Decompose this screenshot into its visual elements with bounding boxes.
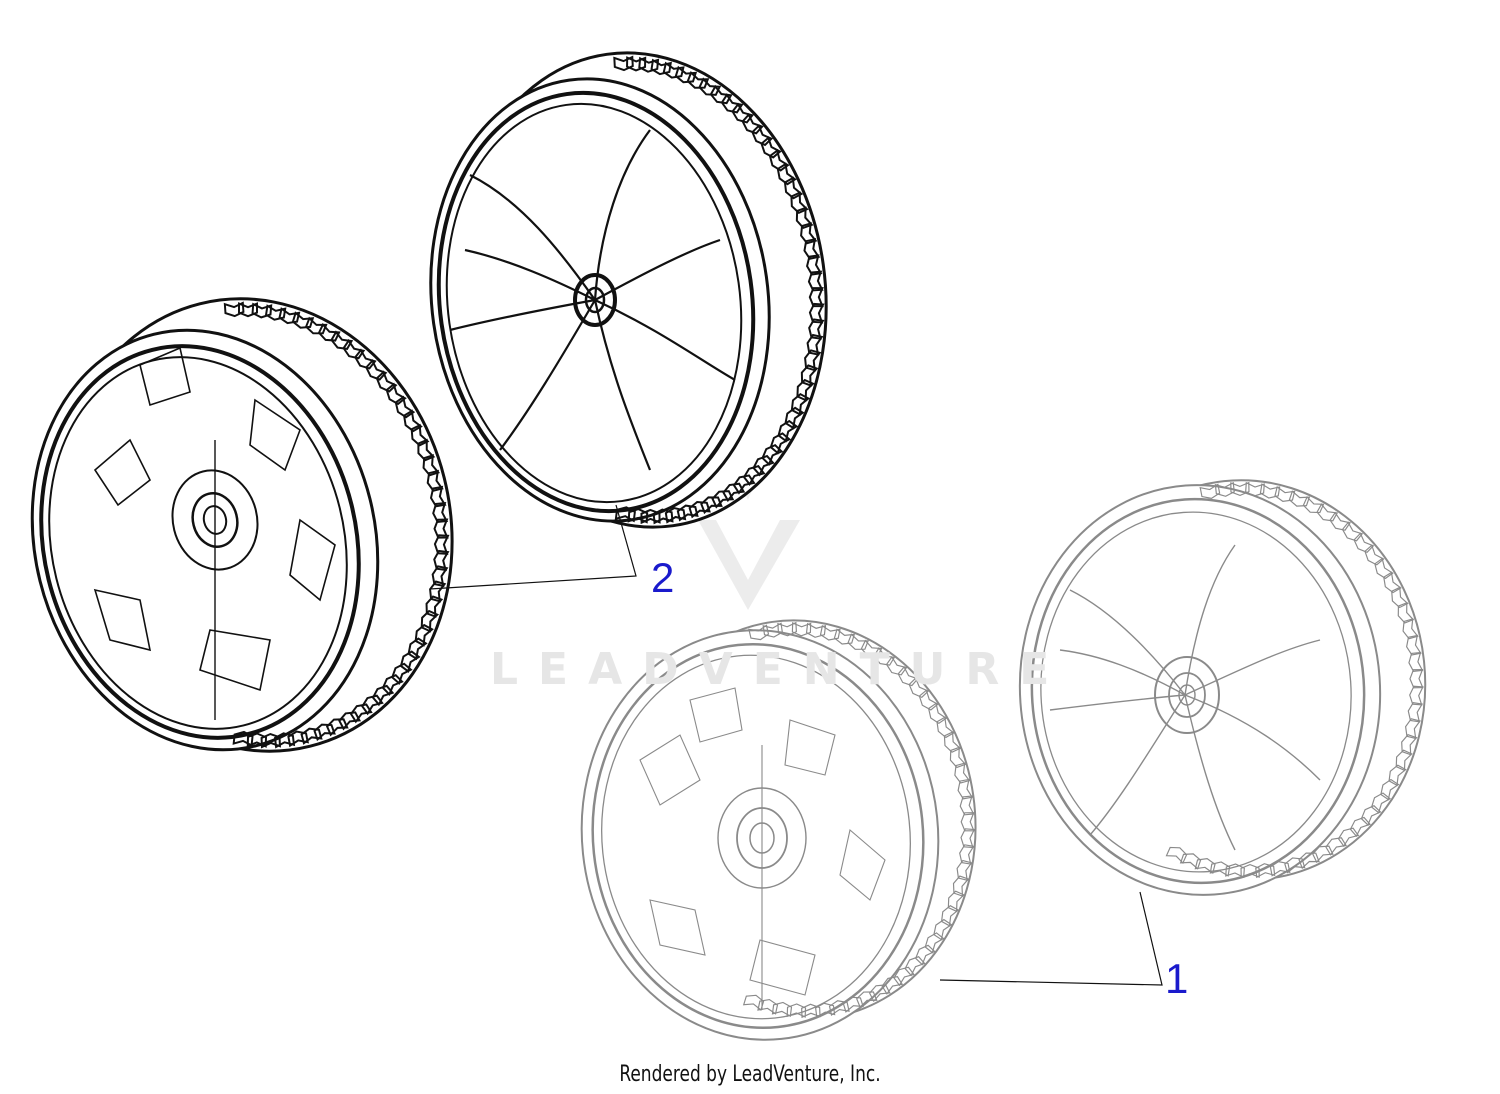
wheel-2-front: [429, 51, 828, 529]
wheel-1-rear: [580, 619, 977, 1041]
callout-label-2[interactable]: 2: [651, 554, 675, 601]
wheel-2-rear: [30, 297, 454, 753]
render-credit: Rendered by LeadVenture, Inc.: [619, 1062, 881, 1087]
leader-lines: [429, 504, 1163, 986]
watermark-text: LEADVENTURE: [490, 644, 1070, 695]
wheel-1-front: [1018, 479, 1427, 896]
callout-label-1[interactable]: 1: [1165, 955, 1189, 1002]
